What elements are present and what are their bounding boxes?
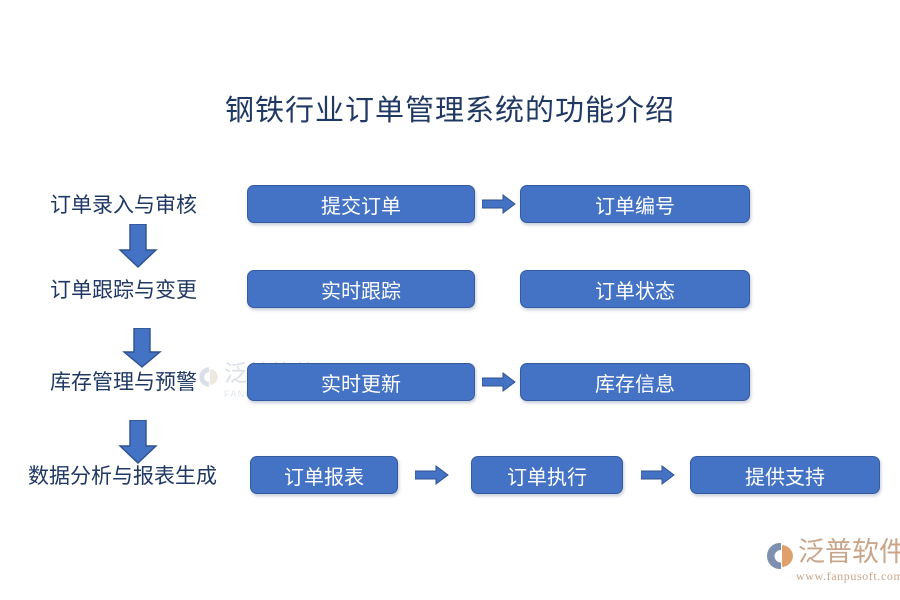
arrow-right-row4-2 [641,465,675,485]
process-box-provide-support[interactable]: 提供支持 [690,456,880,494]
process-box-submit-order[interactable]: 提交订单 [247,185,475,223]
stage-label-inventory: 库存管理与预警 [50,370,197,394]
arrow-down-1 [118,224,158,268]
brand-name: 泛普软件 [798,537,900,567]
process-box-order-number[interactable]: 订单编号 [520,185,750,223]
fanpu-logo-icon [766,542,793,570]
arrow-right-row1-1 [482,194,516,214]
arrow-right-row4-1 [415,465,449,485]
process-box-order-execution[interactable]: 订单执行 [471,456,623,494]
process-box-order-status[interactable]: 订单状态 [520,270,750,308]
page-title: 钢铁行业订单管理系统的功能介绍 [224,95,675,127]
process-box-order-report[interactable]: 订单报表 [250,456,398,494]
arrow-down-3 [118,420,158,464]
stage-label-data-analysis: 数据分析与报表生成 [28,464,217,488]
stage-label-order-entry: 订单录入与审核 [50,193,197,217]
arrow-down-2 [122,328,162,368]
process-box-realtime-tracking[interactable]: 实时跟踪 [247,270,475,308]
process-box-realtime-update[interactable]: 实时更新 [247,363,475,401]
process-box-inventory-info[interactable]: 库存信息 [520,363,750,401]
arrow-right-row3-1 [482,372,516,392]
brand-url: www.fanpusoft.com [796,569,900,583]
watermark-logo-icon [199,367,218,387]
stage-label-order-tracking: 订单跟踪与变更 [50,278,197,302]
brand-logo: 泛普软件 www.fanpusoft.com [764,536,900,588]
